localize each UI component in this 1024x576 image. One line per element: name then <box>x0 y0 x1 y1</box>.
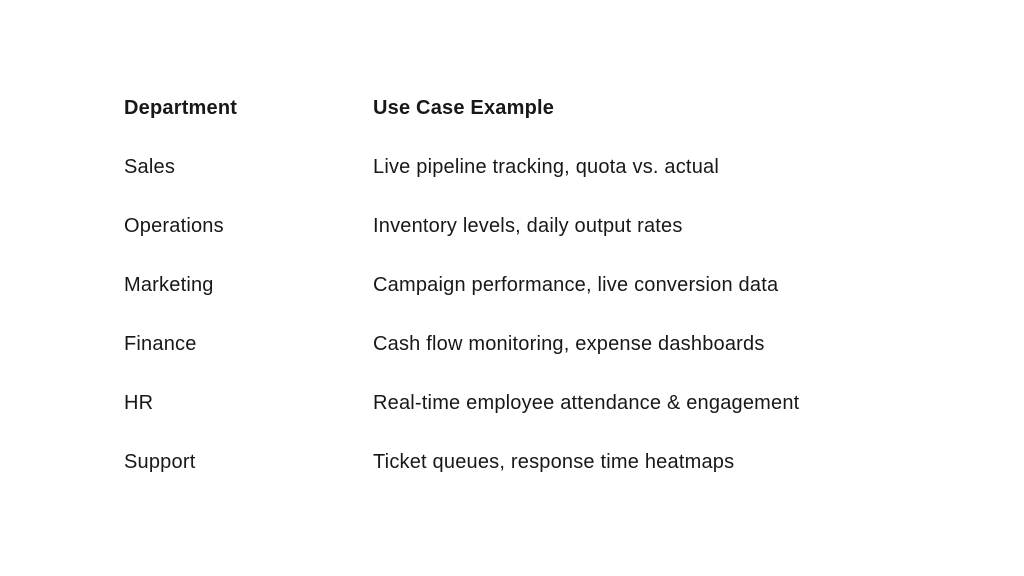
table-row-use-case: Campaign performance, live conversion da… <box>373 274 779 296</box>
department-usecase-table: Department Use Case Example Sales Live p… <box>124 96 799 474</box>
table-row-use-case: Live pipeline tracking, quota vs. actual <box>373 156 719 178</box>
table-row-department: Finance <box>124 333 197 355</box>
table-row-department: HR <box>124 392 154 414</box>
column-header-department: Department <box>124 97 238 119</box>
table-row-department: Operations <box>124 215 224 237</box>
table-row-use-case: Ticket queues, response time heatmaps <box>373 451 735 473</box>
table-row-use-case: Cash flow monitoring, expense dashboards <box>373 333 765 355</box>
table-row-department: Sales <box>124 156 176 178</box>
column-header-use-case: Use Case Example <box>373 97 555 119</box>
table-row-department: Marketing <box>124 274 214 296</box>
table-row-use-case: Inventory levels, daily output rates <box>373 215 683 237</box>
table-row-department: Support <box>124 451 196 473</box>
table-row-use-case: Real-time employee attendance & engageme… <box>373 392 800 414</box>
